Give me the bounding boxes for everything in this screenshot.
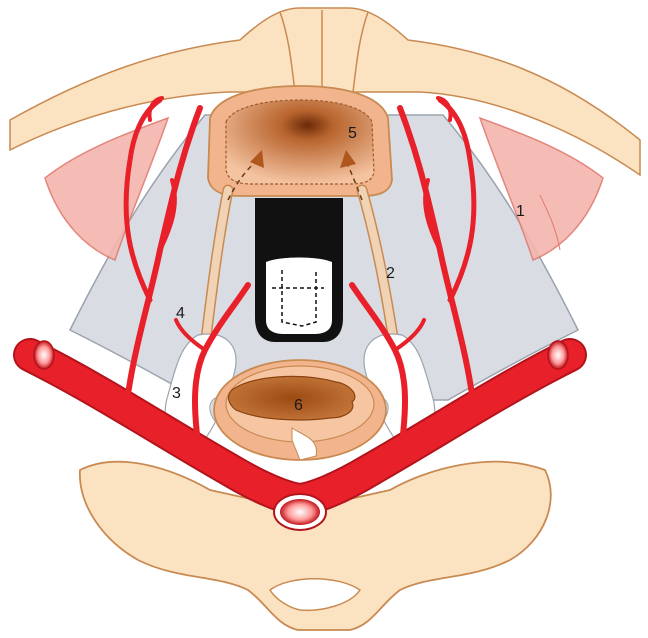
- label-4: 4: [176, 305, 185, 322]
- bladder: [208, 86, 392, 196]
- label-6: 6: [294, 397, 303, 414]
- label-5: 5: [348, 125, 357, 142]
- label-1: 1: [516, 203, 525, 220]
- vaginal-canal: [255, 198, 343, 342]
- label-2: 2: [386, 265, 395, 282]
- label-3: 3: [172, 385, 181, 402]
